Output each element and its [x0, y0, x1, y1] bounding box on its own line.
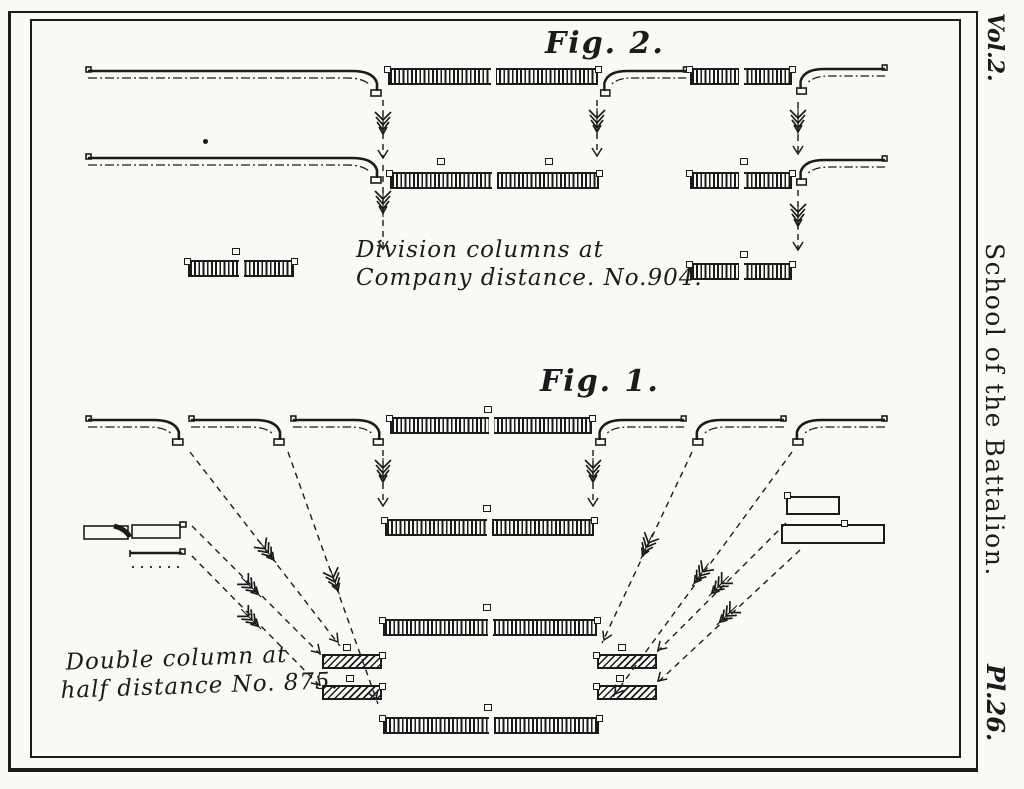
company-bar — [686, 66, 796, 85]
movement-arrow-diagonal — [598, 451, 693, 644]
company-bar — [384, 66, 602, 85]
marker-square — [618, 644, 626, 651]
margin-series-label: School of the Battalion. — [980, 243, 1009, 577]
marker-dot — [203, 139, 208, 144]
plate-inner-border — [30, 19, 961, 758]
flank-company-outline — [188, 415, 285, 446]
movement-arrow-vertical — [374, 450, 392, 507]
company-bar — [379, 617, 601, 636]
movement-arrow-diagonal — [653, 522, 787, 655]
left-flank-detail-group — [83, 521, 187, 568]
company-bar — [386, 415, 596, 434]
movement-arrow-diagonal — [653, 549, 801, 686]
company-bar-diagonal — [593, 652, 657, 669]
marker-square — [232, 248, 240, 255]
movement-arrow-vertical — [588, 100, 606, 157]
movement-arrow-vertical — [789, 190, 807, 251]
marker-square — [437, 158, 445, 165]
movement-arrow-vertical — [374, 100, 392, 159]
movement-arrow-diagonal — [191, 555, 325, 690]
fig2-caption-line2: Company distance. No.904. — [356, 265, 703, 292]
fig2-caption-line1: Division columns at — [356, 237, 604, 263]
company-bar-diagonal — [593, 683, 657, 700]
flank-company-outline — [792, 415, 888, 446]
flank-company-outline — [692, 415, 787, 446]
marker-square — [484, 406, 492, 413]
movement-arrow-vertical — [374, 165, 392, 250]
marker-square — [343, 644, 351, 651]
company-bar — [381, 517, 598, 536]
company-bar — [686, 261, 796, 280]
fig2-title: Fig. 2. — [545, 26, 665, 61]
movement-arrow-diagonal — [191, 525, 325, 658]
company-bar — [184, 258, 298, 277]
flank-company-outline — [796, 64, 888, 95]
fig2-caption: Division columns at Company distance. No… — [356, 236, 703, 292]
flank-company-outline — [85, 415, 184, 446]
marker-square — [483, 604, 491, 611]
movement-arrow-diagonal — [189, 451, 343, 647]
company-bar — [686, 170, 796, 189]
margin-volume-label: Vol.2. — [982, 13, 1008, 82]
company-bar — [379, 715, 603, 734]
fig1-caption: Double column at half distance No. 875. — [59, 639, 339, 705]
flank-company-outline — [796, 155, 888, 186]
marker-square — [545, 158, 553, 165]
fig1-title: Fig. 1. — [540, 364, 660, 399]
plate-outer-border — [8, 11, 978, 772]
right-flank-rectangle — [784, 492, 840, 515]
movement-arrow-vertical — [584, 450, 602, 507]
right-flank-rectangle — [781, 520, 885, 544]
flank-company-outline — [85, 66, 382, 97]
marker-square — [346, 675, 354, 682]
margin-plate-label: Pl.26. — [981, 664, 1010, 742]
marker-square — [740, 158, 748, 165]
movement-arrow-vertical — [789, 102, 807, 155]
marker-square — [616, 675, 624, 682]
company-bar-diagonal — [322, 652, 386, 669]
company-bar — [386, 170, 603, 189]
flank-company-outline — [85, 153, 382, 184]
marker-square — [740, 251, 748, 258]
flank-company-outline — [290, 415, 384, 446]
marker-square — [484, 704, 492, 711]
flank-company-outline — [599, 66, 689, 97]
flank-company-outline — [595, 415, 687, 446]
marker-square — [483, 505, 491, 512]
company-bar-diagonal — [322, 683, 386, 700]
